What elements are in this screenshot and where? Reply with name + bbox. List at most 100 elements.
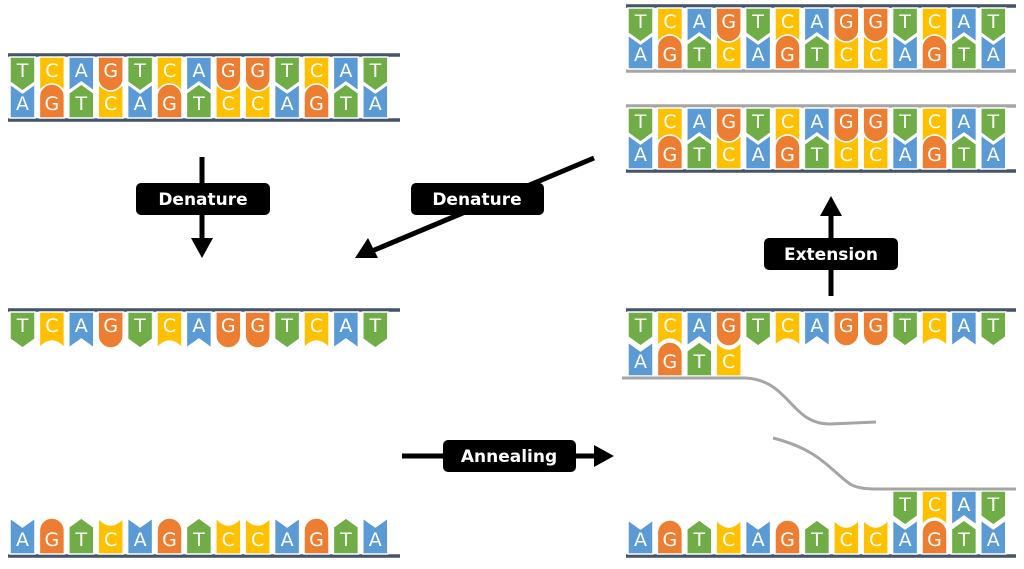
nucleotide-T: T: [627, 311, 654, 347]
nucleotide-shape: [744, 311, 772, 347]
nucleotide-letter: T: [898, 494, 911, 516]
nucleotide-letter: T: [280, 60, 293, 82]
nucleotide-C: C: [715, 518, 742, 555]
nucleotide-T: T: [686, 134, 713, 170]
nucleotide-T: T: [891, 107, 919, 143]
nucleotide-C: C: [38, 311, 66, 350]
nucleotide-letter: T: [751, 111, 764, 133]
nucleotide-letter: T: [810, 44, 823, 66]
nucleotide-shape: [303, 83, 330, 119]
nucleotide-shape: [921, 134, 948, 170]
nucleotide-shape: [891, 490, 919, 526]
nucleotide-A: A: [332, 311, 360, 350]
nucleotide-letter: C: [251, 93, 264, 115]
nucleotide-letter: A: [957, 494, 970, 516]
nucleotide-shape: [715, 518, 742, 555]
nucleotide-letter: C: [928, 111, 941, 133]
primer-tail-reverse: [772, 436, 1016, 491]
nucleotide-shape: [362, 311, 389, 349]
nucleotide-A: A: [362, 82, 389, 119]
nucleotide-C: C: [244, 82, 271, 119]
nucleotide-letter: A: [16, 529, 29, 551]
nucleotide-letter: T: [898, 315, 911, 337]
nucleotide-C: C: [833, 33, 860, 70]
nucleotide-letter: T: [339, 93, 352, 115]
nucleotide-shape: [686, 341, 713, 377]
nucleotide-shape: [38, 517, 66, 555]
nucleotide-letter: A: [810, 11, 823, 33]
nucleotide-letter: C: [869, 44, 882, 66]
nucleotide-shape: [332, 83, 360, 119]
nucleotide-A: A: [185, 311, 213, 350]
nucleotide-T: T: [627, 107, 654, 143]
nucleotide-letter: A: [16, 93, 29, 115]
nucleotide-letter: A: [899, 44, 912, 66]
nucleotide-shape: [921, 311, 948, 348]
nucleotide-letter: T: [192, 529, 205, 551]
nucleotide-letter: G: [927, 144, 942, 166]
nucleotide-G: G: [38, 517, 66, 555]
nucleotide-letter: C: [869, 529, 882, 551]
nucleotide-A: A: [803, 311, 831, 348]
nucleotide-shape: [185, 56, 213, 93]
nucleotide-A: A: [686, 311, 713, 348]
nucleotide-letter: T: [692, 44, 705, 66]
nucleotide-G: G: [656, 519, 684, 555]
nucleotide-G: G: [303, 83, 330, 119]
nucleotide-letter: T: [692, 529, 705, 551]
nucleotide-letter: C: [840, 529, 853, 551]
nucleotide-letter: G: [309, 529, 324, 551]
nucleotide-letter: G: [663, 351, 678, 373]
nucleotide-shape: [803, 7, 831, 44]
nucleotide-T: T: [744, 107, 772, 143]
nucleotide-letter: C: [163, 60, 176, 82]
annealing-step: Annealing: [402, 440, 614, 472]
nucleotide-G: G: [921, 134, 948, 170]
nucleotide-letter: A: [810, 111, 823, 133]
nucleotide-shape: [185, 83, 213, 119]
nucleotide-shape: [126, 516, 154, 555]
nucleotide-A: A: [68, 56, 95, 93]
nucleotide-C: C: [862, 33, 889, 70]
nucleotide-shape: [980, 33, 1007, 70]
nucleotide-T: T: [744, 7, 772, 43]
nucleotide-letter: G: [780, 144, 795, 166]
step-label-box: [764, 238, 898, 270]
nucleotide-shape: [774, 134, 801, 170]
nucleotide-letter: A: [369, 529, 382, 551]
nucleotide-T: T: [9, 311, 36, 349]
nucleotide-C: C: [303, 56, 330, 93]
nucleotide-letter: A: [752, 529, 765, 551]
nucleotide-shape: [803, 107, 831, 144]
nucleotide-letter: A: [693, 111, 706, 133]
nucleotide-shape: [921, 490, 948, 527]
nucleotide-shape: [980, 7, 1007, 43]
nucleotide-A: A: [185, 56, 213, 93]
nucleotide-A: A: [891, 33, 919, 70]
nucleotide-shape: [9, 311, 36, 349]
nucleotide-letter: A: [339, 315, 352, 337]
nucleotide-A: A: [627, 340, 654, 377]
nucleotide-G: G: [156, 517, 183, 555]
nucleotide-C: C: [656, 311, 684, 348]
nucleotide-letter: G: [221, 315, 236, 337]
nucleotide-C: C: [715, 340, 742, 377]
nucleotide-letter: G: [663, 144, 678, 166]
nucleotide-T: T: [627, 7, 654, 43]
nucleotide-A: A: [803, 7, 831, 44]
nucleotide-letter: T: [634, 315, 647, 337]
nucleotide-A: A: [68, 311, 95, 350]
nucleotide-G: G: [38, 83, 66, 119]
nucleotide-letter: A: [75, 315, 88, 337]
nucleotide-shape: [803, 311, 831, 348]
nucleotide-letter: A: [957, 11, 970, 33]
nucleotide-letter: C: [722, 351, 735, 373]
nucleotide-shape: [715, 33, 742, 70]
nucleotide-shape: [627, 518, 654, 555]
nucleotide-letter: A: [339, 60, 352, 82]
nucleotide-letter: T: [16, 315, 29, 337]
nucleotide-T: T: [803, 134, 831, 170]
